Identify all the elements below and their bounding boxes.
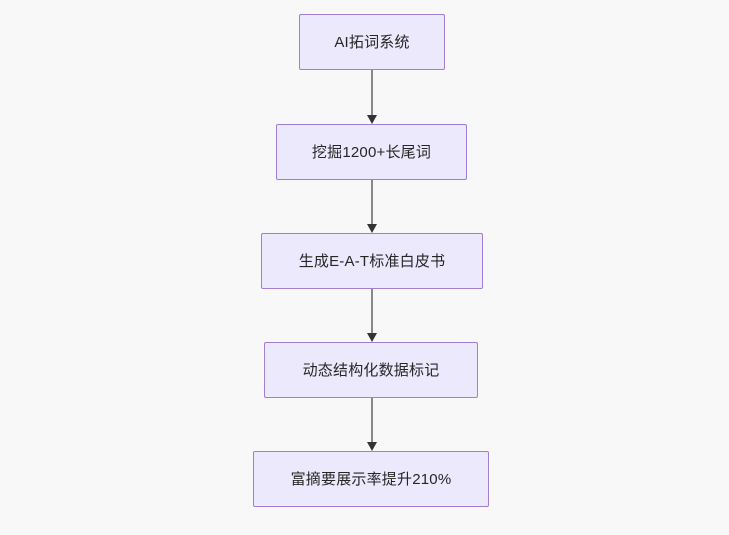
flow-node-label: 生成E-A-T标准白皮书 (298, 252, 446, 270)
edge-shaft (371, 180, 373, 225)
flow-node-n2[interactable]: 挖掘1200+长尾词 (276, 124, 467, 180)
flow-node-label: 动态结构化数据标记 (302, 361, 440, 379)
arrowhead-icon (367, 115, 377, 124)
flow-node-label: 挖掘1200+长尾词 (311, 143, 432, 161)
flow-node-n3[interactable]: 生成E-A-T标准白皮书 (261, 233, 483, 289)
edge-shaft (371, 289, 373, 334)
arrowhead-icon (367, 224, 377, 233)
flow-node-n5[interactable]: 富摘要展示率提升210% (253, 451, 489, 507)
flow-node-n1[interactable]: AI拓词系统 (299, 14, 445, 70)
flow-node-label: 富摘要展示率提升210% (290, 470, 452, 488)
flow-node-n4[interactable]: 动态结构化数据标记 (264, 342, 478, 398)
edge-shaft (371, 70, 373, 116)
flow-node-label: AI拓词系统 (334, 33, 410, 51)
arrowhead-icon (367, 442, 377, 451)
arrowhead-icon (367, 333, 377, 342)
edge-shaft (371, 398, 373, 443)
